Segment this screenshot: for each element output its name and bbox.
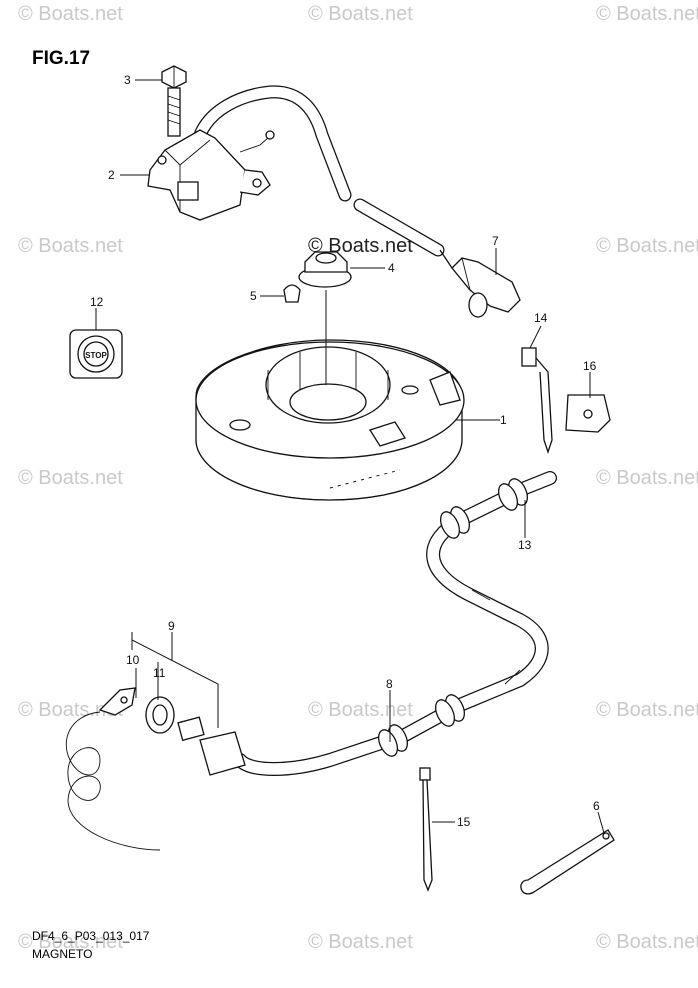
watermark: © Boats.net xyxy=(18,467,123,489)
callout-9: 9 xyxy=(168,619,175,633)
flywheel-1 xyxy=(195,339,465,501)
watermark: © Boats.net xyxy=(18,699,123,721)
callout-10: 10 xyxy=(126,653,140,667)
callout-1: 1 xyxy=(500,413,507,427)
figure-title: FIG.17 xyxy=(32,48,90,69)
watermark: © Boats.net xyxy=(596,931,698,953)
leader-lines xyxy=(95,79,605,834)
watermark: © Boats.net xyxy=(596,699,698,721)
nut-11 xyxy=(145,696,175,734)
watermark: © Boats.net xyxy=(596,467,698,489)
tie-strap-6 xyxy=(520,829,615,895)
callout-3: 3 xyxy=(124,73,131,87)
callout-6: 6 xyxy=(593,799,600,813)
stop-switch-9 xyxy=(65,687,246,851)
stop-switch-lead xyxy=(233,471,557,776)
ignition-coil-2 xyxy=(147,129,271,221)
watermark: © Boats.net xyxy=(596,235,698,257)
watermark: © Boats.net xyxy=(18,3,123,25)
callout-8: 8 xyxy=(386,677,393,691)
callout-7: 7 xyxy=(492,234,499,248)
nut-4 xyxy=(298,251,352,288)
callout-2: 2 xyxy=(108,168,115,182)
figure-code: DF4_6_P03_013_017 xyxy=(32,929,150,943)
grommet-13 xyxy=(439,478,529,539)
callouts: 1 2 3 4 5 6 7 8 9 10 11 12 13 14 15 16 xyxy=(90,73,600,829)
callout-15: 15 xyxy=(457,815,471,829)
grommet-8 xyxy=(377,694,466,757)
cable-band-14 xyxy=(521,347,553,455)
watermark: © Boats.net xyxy=(18,235,123,257)
callout-12: 12 xyxy=(90,295,104,309)
stop-label: STOP xyxy=(85,351,107,360)
clamp-16 xyxy=(565,394,611,433)
callout-14: 14 xyxy=(534,311,548,325)
callout-16: 16 xyxy=(583,359,597,373)
watermark: © Boats.net xyxy=(308,931,413,953)
cable-tie-15 xyxy=(419,767,433,892)
stop-switch-12: STOP xyxy=(69,329,123,379)
watermark: © Boats.net xyxy=(308,699,413,721)
high-tension-lead xyxy=(193,85,445,257)
bolt-3 xyxy=(161,65,187,137)
callout-13: 13 xyxy=(518,538,532,552)
watermark: © Boats.net xyxy=(596,3,698,25)
watermark: © Boats.net xyxy=(18,931,123,953)
callout-4: 4 xyxy=(388,261,395,275)
watermark: © Boats.net xyxy=(308,3,413,25)
lanyard-clip-10 xyxy=(98,687,136,716)
callout-5: 5 xyxy=(250,289,257,303)
callout-11: 11 xyxy=(153,666,166,680)
plug-cap-7 xyxy=(439,249,521,318)
key-5 xyxy=(283,284,301,303)
figure-name: MAGNETO xyxy=(32,947,92,961)
